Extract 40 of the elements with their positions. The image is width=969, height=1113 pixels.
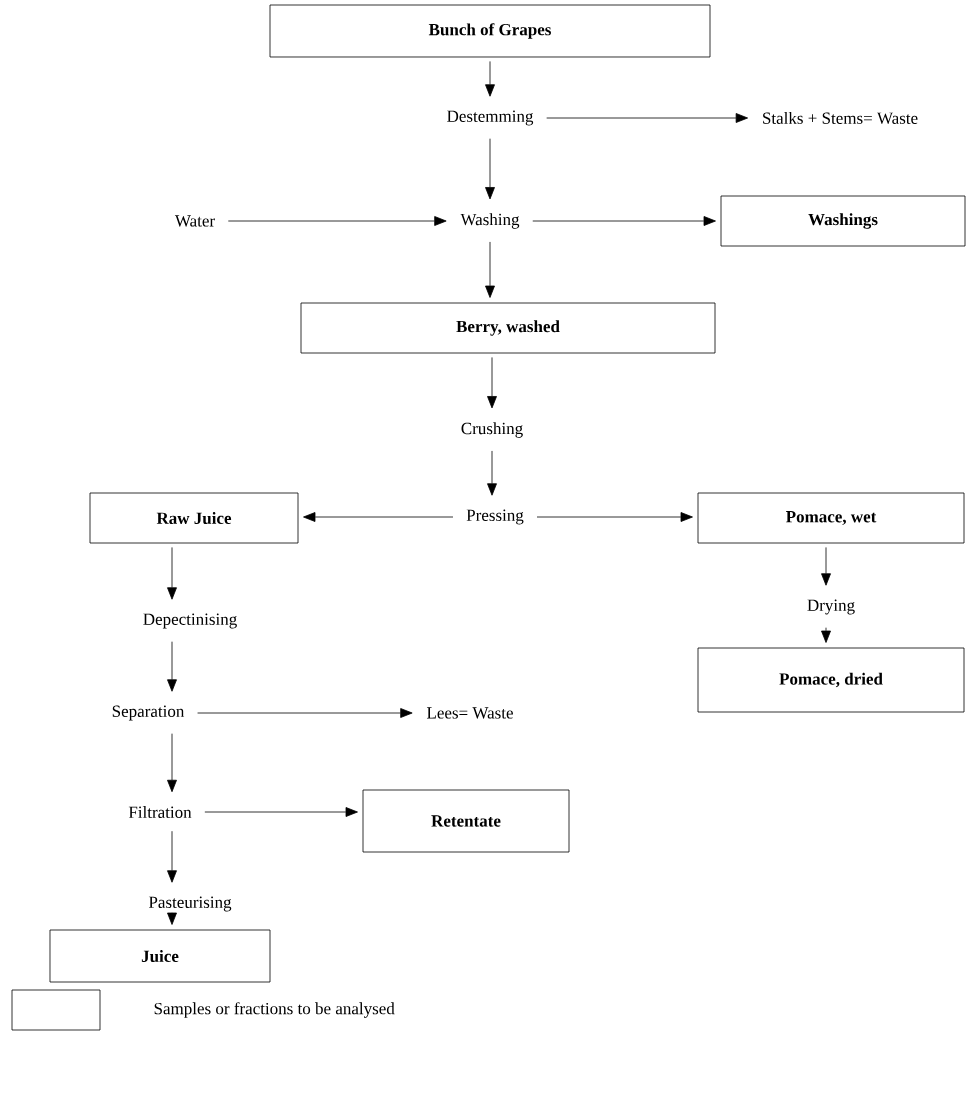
arrow [227,216,447,226]
sample-box: Juice [49,929,271,983]
arrow [532,216,716,226]
process-step: Washing [460,213,520,229]
sample-box: Berry, washed [300,302,716,354]
arrow [487,450,497,496]
arrow [821,547,831,586]
sample-box: Pomace, dried [697,647,965,713]
arrow [546,113,748,123]
sample-box: Bunch of Grapes [269,4,711,58]
arrow [197,708,413,718]
arrow [536,512,693,522]
process-step: Crushing [461,422,523,438]
sample-box: Retentate [362,789,570,853]
arrow [167,912,177,925]
process-step: Depectinising [143,613,237,629]
arrow [485,138,495,200]
arrow [485,61,495,97]
arrow [485,241,495,298]
arrow [167,641,177,692]
arrow [167,547,177,600]
process-step: Drying [807,599,855,615]
legend-text: Samples or fractions to be analysed [154,1002,395,1018]
process-step: Separation [112,705,185,721]
arrow [303,512,454,522]
process-step: Destemming [447,110,534,126]
arrow [821,627,831,643]
arrow [204,807,358,817]
process-step: Filtration [128,806,192,818]
process-step: Pasteurising [148,896,232,912]
sample-box: Pomace, wet [697,492,965,544]
process-step: Lees= Waste [426,707,513,719]
process-step: Water [174,215,215,227]
process-step: Pressing [466,509,524,525]
sample-box: Raw Juice [89,492,299,544]
sample-box: Washings [720,195,966,247]
arrow [167,830,177,883]
process-step: Stalks + Stems= Waste [763,112,918,124]
arrow [487,357,497,409]
arrow [167,733,177,793]
